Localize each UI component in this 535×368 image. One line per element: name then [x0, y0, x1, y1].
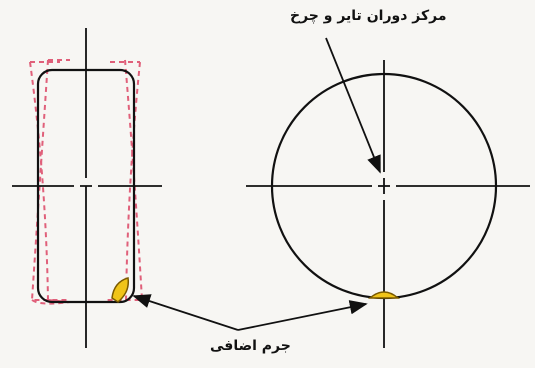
- front-view: [246, 60, 530, 348]
- wobble-outline-2: [29, 61, 141, 303]
- arrow-to-mass-front: [237, 300, 368, 331]
- arrow-to-mass-side: [132, 294, 239, 331]
- side-view: [12, 28, 162, 348]
- extra-mass-label: جرم اضافی: [210, 338, 291, 354]
- extra-mass-front: [367, 291, 401, 299]
- arrow-to-center: [325, 37, 381, 174]
- extra-mass-side: [111, 277, 130, 303]
- rotation-center-label: مرکز دوران تایر و چرخ: [290, 8, 447, 24]
